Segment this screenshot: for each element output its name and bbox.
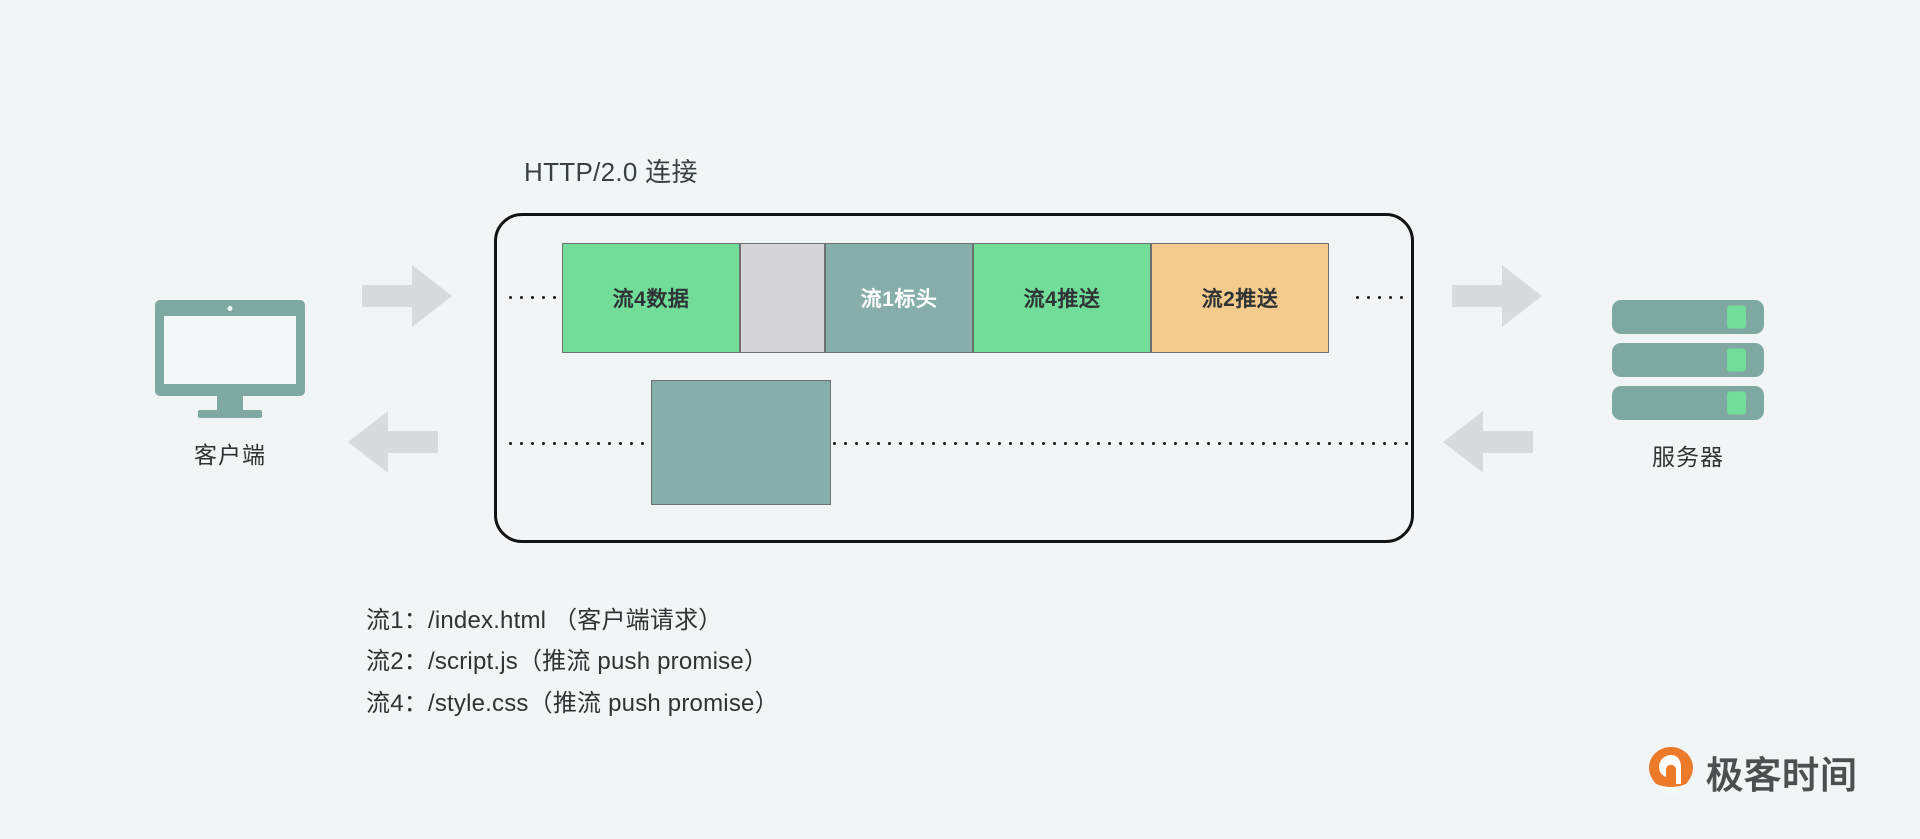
connection-title: HTTP/2.0 连接 xyxy=(524,157,698,187)
dotted-line-response-right xyxy=(829,442,1412,445)
frame-cell-stream1-headers[interactable]: 流1标头 xyxy=(825,243,973,353)
dotted-line-request-right xyxy=(1352,296,1410,299)
arrow-right-icon-server-in xyxy=(1452,261,1542,331)
watermark-text: 极客时间 xyxy=(1706,755,1858,796)
monitor-icon xyxy=(155,300,305,418)
client-label: 客户端 xyxy=(194,442,266,468)
arrow-left-icon-server-out xyxy=(1443,407,1533,477)
frame-label: 流1标头 xyxy=(860,288,938,311)
frame-strip: 流4数据 流1标头 流4推送 流2推送 xyxy=(562,243,1329,353)
server-label: 服务器 xyxy=(1652,444,1724,470)
legend-item-stream1: 流1：/index.html （客户端请求） xyxy=(366,607,723,634)
server-endpoint: 服务器 xyxy=(1588,300,1788,472)
arrow-left-icon-client-in xyxy=(348,407,438,477)
frame-cell-empty[interactable] xyxy=(740,243,825,353)
legend-item-stream2: 流2：/script.js（推流 push promise） xyxy=(366,648,769,676)
frame-cell-stream2-push[interactable]: 流2推送 xyxy=(1151,243,1329,353)
geektime-logo-icon xyxy=(1649,747,1693,798)
client-endpoint: 客户端 xyxy=(130,300,330,470)
frame-label: 流2推送 xyxy=(1201,288,1279,311)
frame-label: 流4推送 xyxy=(1023,288,1101,311)
frame-cell-stream4-data[interactable]: 流4数据 xyxy=(562,243,740,353)
arrow-right-icon-client-out xyxy=(362,261,452,331)
frame-cell-stream4-push[interactable]: 流4推送 xyxy=(973,243,1151,353)
watermark: 极客时间 xyxy=(1648,745,1858,799)
dotted-line-request-left xyxy=(505,296,563,299)
stream-legend: 流1：/index.html （客户端请求） 流2：/script.js（推流 … xyxy=(366,600,779,724)
response-frame-block[interactable] xyxy=(651,380,831,505)
dotted-line-response-left xyxy=(505,442,653,445)
http2-connection-box xyxy=(494,213,1414,543)
server-rack-icon xyxy=(1612,300,1764,420)
legend-item-stream4: 流4：/style.css（推流 push promise） xyxy=(366,689,779,717)
frame-label: 流4数据 xyxy=(612,288,690,311)
